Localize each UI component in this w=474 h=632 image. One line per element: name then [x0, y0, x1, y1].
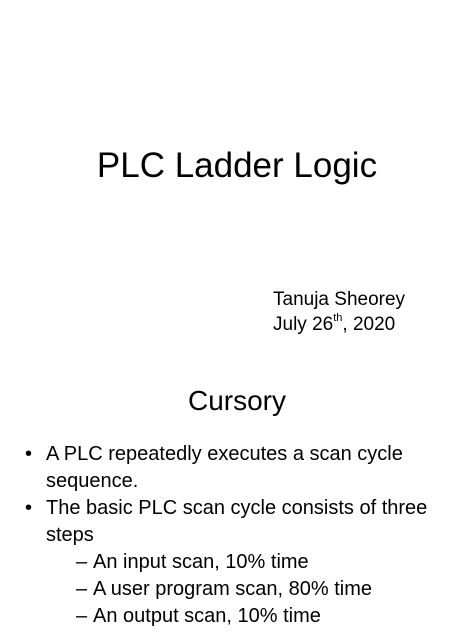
date-superscript: th [333, 311, 343, 324]
sub-bullet-text: An output scan, 10% time [93, 605, 321, 627]
bullet-item: • The basic PLC scan cycle consists of t… [0, 495, 474, 549]
author-block: Tanuja Sheorey July 26th, 2020 [273, 287, 405, 337]
sub-bullet-item: – An output scan, 10% time [0, 603, 474, 630]
sub-bullet-text: A user program scan, 80% time [93, 578, 373, 600]
bullet-item: • A PLC repeatedly executes a scan cycle… [0, 441, 474, 495]
bullet-marker: • [25, 497, 33, 519]
date-prefix: July 26 [273, 314, 334, 335]
sub-bullet-marker: – [76, 578, 88, 600]
bullet-list: • A PLC repeatedly executes a scan cycle… [0, 441, 474, 630]
slide-title: PLC Ladder Logic [96, 146, 378, 185]
bullet-text: The basic PLC scan cycle consists of thr… [46, 497, 428, 546]
sub-bullet-marker: – [76, 605, 88, 627]
sub-bullet-text: An input scan, 10% time [93, 551, 309, 573]
section-heading: Cursory [187, 385, 286, 416]
sub-bullet-marker: – [76, 551, 88, 573]
bullet-marker: • [25, 443, 33, 465]
sub-bullet-item: – An input scan, 10% time [0, 549, 474, 576]
presentation-date: July 26th, 2020 [273, 312, 405, 337]
bullet-text: A PLC repeatedly executes a scan cycle s… [46, 443, 403, 492]
date-suffix: , 2020 [342, 314, 396, 335]
author-name: Tanuja Sheorey [273, 289, 406, 310]
sub-bullet-item: – A user program scan, 80% time [0, 576, 474, 603]
